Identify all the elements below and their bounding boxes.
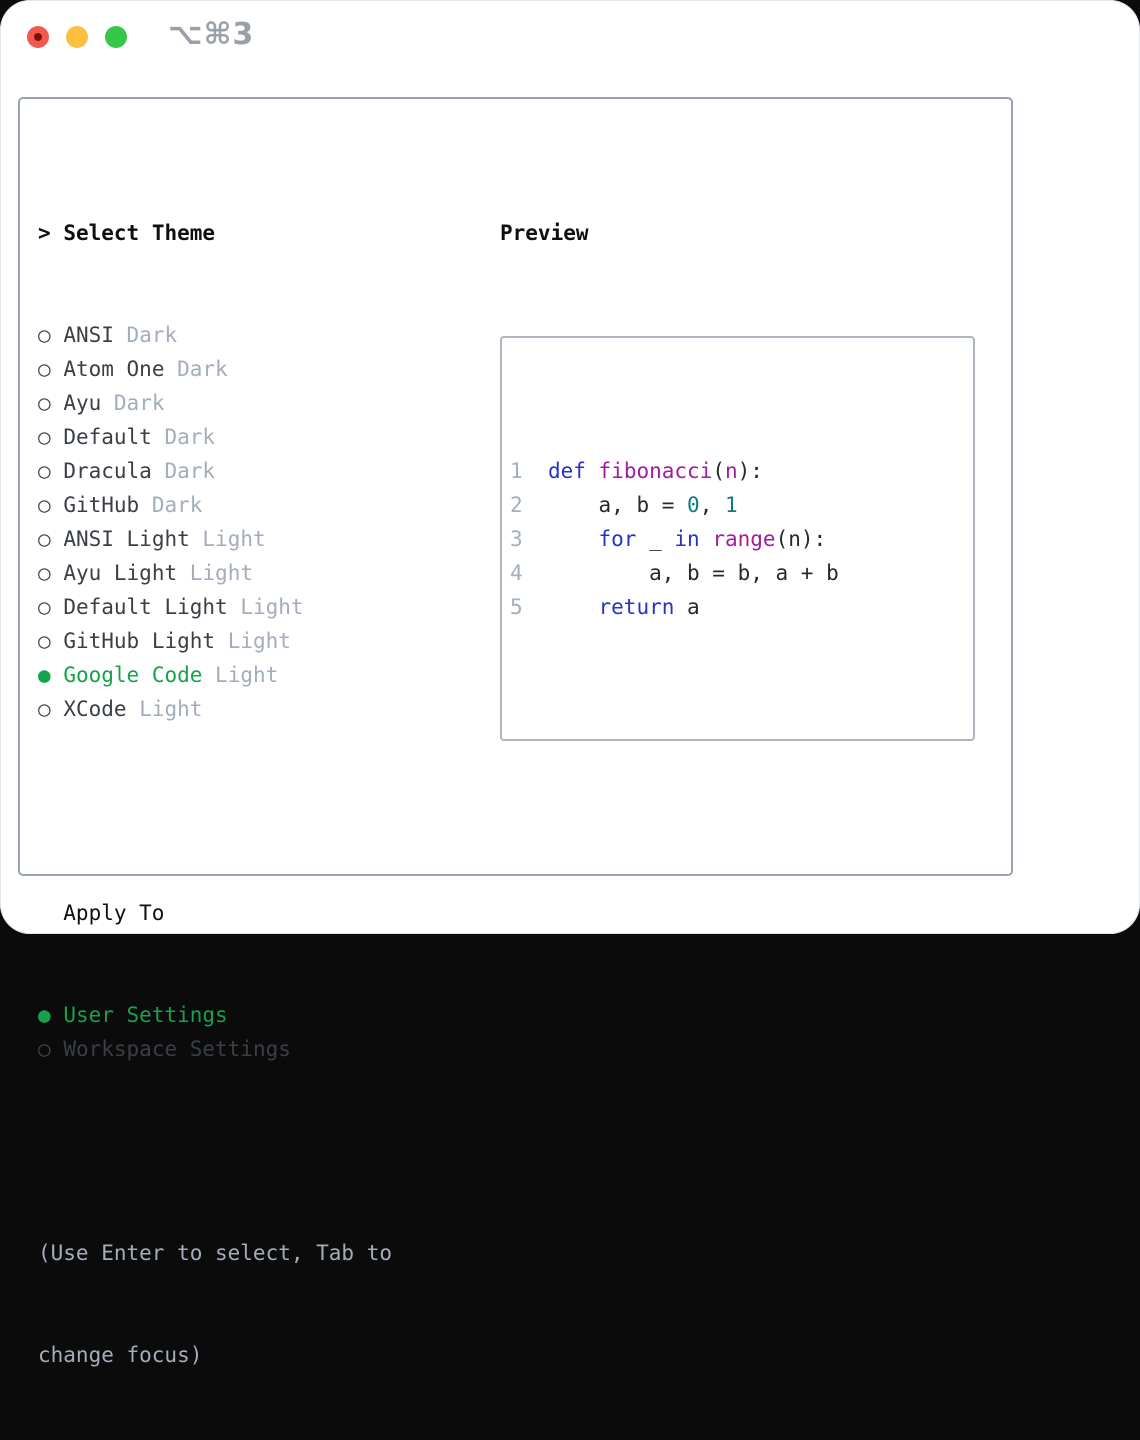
code-text: for _ in range(n): — [598, 527, 827, 551]
spacer — [510, 692, 973, 726]
radio-unselected-icon: ○ — [38, 425, 51, 449]
theme-name: Default Light — [63, 595, 228, 619]
theme-option[interactable]: ○ Ayu Dark — [38, 386, 392, 420]
theme-option[interactable]: ○ Default Dark — [38, 420, 392, 454]
theme-variant-label: Dark — [113, 391, 165, 415]
radio-unselected-icon: ○ — [38, 697, 51, 721]
theme-name: Ayu — [63, 391, 102, 415]
theme-option[interactable]: ○ GitHub Light Light — [38, 624, 392, 658]
code-line: 4 a, b = b, a + b — [510, 556, 973, 590]
apply-option-label: User Settings — [63, 1003, 228, 1027]
select-theme-header: > Select Theme — [38, 216, 392, 250]
minimize-button[interactable] — [66, 26, 88, 48]
help-text-line-2: change focus) — [38, 1343, 203, 1367]
theme-name: Ayu Light — [63, 561, 178, 585]
apply-list: ● User Settings○ Workspace Settings — [38, 998, 392, 1066]
theme-variant-label: Dark — [164, 425, 216, 449]
theme-variant-label: Light — [227, 629, 291, 653]
apply-option-label: Workspace Settings — [63, 1037, 291, 1061]
code-line: 2 a, b = 0, 1 — [510, 488, 973, 522]
theme-option[interactable]: ○ ANSI Light Light — [38, 522, 392, 556]
radio-selected-icon: ● — [38, 1003, 51, 1027]
preview-title: Preview — [500, 221, 589, 245]
theme-name: XCode — [63, 697, 127, 721]
close-dot-icon — [34, 33, 42, 41]
select-theme-title: Select Theme — [63, 221, 216, 245]
line-number: 2 — [510, 493, 523, 517]
theme-option[interactable]: ○ Ayu Light Light — [38, 556, 392, 590]
theme-name: GitHub — [63, 493, 140, 517]
apply-option[interactable]: ○ Workspace Settings — [38, 1032, 392, 1066]
theme-name: Google Code — [63, 663, 203, 687]
theme-name: GitHub Light — [63, 629, 216, 653]
radio-unselected-icon: ○ — [38, 323, 51, 347]
theme-variant-label: Dark — [151, 493, 203, 517]
help-text-line-1: (Use Enter to select, Tab to — [38, 1241, 393, 1265]
radio-unselected-icon: ○ — [38, 629, 51, 653]
line-number: 4 — [510, 561, 523, 585]
radio-unselected-icon: ○ — [38, 357, 51, 381]
line-number: 5 — [510, 595, 523, 619]
theme-option[interactable]: ○ Default Light Light — [38, 590, 392, 624]
prompt-icon: > — [38, 221, 51, 245]
theme-variant-label: Light — [189, 561, 253, 585]
close-button[interactable] — [27, 26, 49, 48]
titlebar: ⌥⌘3 — [0, 0, 1140, 74]
theme-variant-label: Light — [240, 595, 304, 619]
radio-unselected-icon: ○ — [38, 561, 51, 585]
code-text: a, b = 0, 1 — [522, 493, 738, 517]
code-text: a, b = b, a + b — [522, 561, 839, 585]
code-line: 5 return a — [510, 590, 973, 624]
preview-pane: Preview 1 def fibonacci(n):2 a, b = 0, 1… — [500, 148, 975, 809]
theme-list: ○ ANSI Dark○ Atom One Dark○ Ayu Dark○ De… — [38, 318, 392, 726]
radio-unselected-icon: ○ — [38, 493, 51, 517]
traffic-lights — [27, 26, 127, 48]
theme-name: Atom One — [63, 357, 165, 381]
theme-variant-label: Light — [202, 527, 266, 551]
code-text: def fibonacci(n): — [547, 459, 763, 483]
apply-to-header: Apply To — [63, 901, 165, 925]
code-text: return a — [598, 595, 700, 619]
radio-unselected-icon: ○ — [38, 1037, 51, 1061]
theme-option[interactable]: ● Google Code Light — [38, 658, 392, 692]
theme-variant-label: Dark — [126, 323, 178, 347]
spacer — [38, 794, 392, 828]
window-title: ⌥⌘3 — [168, 17, 255, 52]
radio-unselected-icon: ○ — [38, 595, 51, 619]
radio-selected-icon: ● — [38, 663, 51, 687]
zoom-button[interactable] — [105, 26, 127, 48]
theme-name: ANSI Light — [63, 527, 190, 551]
main-panel: > Select Theme ○ ANSI Dark○ Atom One Dar… — [18, 97, 1013, 1367]
code-line: 1 def fibonacci(n): — [510, 454, 973, 488]
code-line: 3 for _ in range(n): — [510, 522, 973, 556]
theme-variant-label: Light — [139, 697, 203, 721]
theme-name: Default — [63, 425, 152, 449]
theme-variant-label: Dark — [177, 357, 228, 381]
theme-variant-label: Light — [215, 663, 279, 687]
theme-option[interactable]: ○ XCode Light — [38, 692, 392, 726]
app-window: ⌥⌘3 > Select Theme ○ ANSI Dark○ Atom One… — [0, 0, 1140, 1367]
theme-variant-label: Dark — [164, 459, 216, 483]
line-number: 1 — [510, 459, 523, 483]
radio-unselected-icon: ○ — [38, 391, 51, 415]
radio-unselected-icon: ○ — [38, 459, 51, 483]
theme-option[interactable]: ○ Dracula Dark — [38, 454, 392, 488]
theme-option[interactable]: ○ GitHub Dark — [38, 488, 392, 522]
radio-unselected-icon: ○ — [38, 527, 51, 551]
theme-name: Dracula — [63, 459, 152, 483]
theme-option[interactable]: ○ ANSI Dark — [38, 318, 392, 352]
theme-option[interactable]: ○ Atom One Dark — [38, 352, 392, 386]
apply-option[interactable]: ● User Settings — [38, 998, 392, 1032]
line-number: 3 — [510, 527, 523, 551]
spacer — [38, 1134, 392, 1168]
theme-name: ANSI — [63, 323, 114, 347]
theme-selector: > Select Theme ○ ANSI Dark○ Atom One Dar… — [38, 148, 392, 1440]
